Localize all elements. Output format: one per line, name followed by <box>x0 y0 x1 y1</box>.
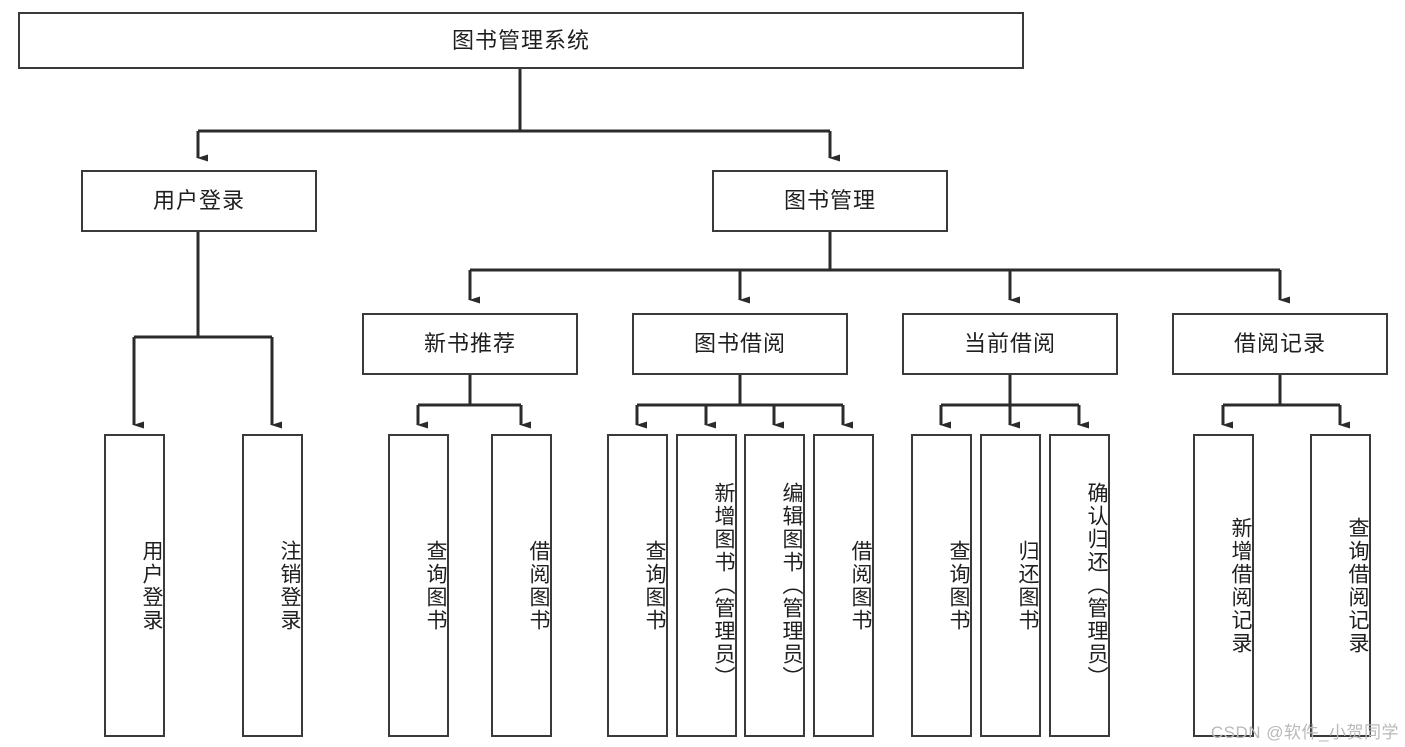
node-leaf-user-logout[interactable]: 注销登录 <box>242 434 303 737</box>
node-leaf-query-record[interactable]: 查询借阅记录 <box>1310 434 1371 737</box>
node-leaf-edit-book-label: 编辑图书（管理员） <box>780 482 803 689</box>
node-leaf-borrow-book-1-label: 借阅图书 <box>527 539 550 632</box>
node-leaf-user-logout-label: 注销登录 <box>278 539 301 632</box>
node-leaf-query-record-label: 查询借阅记录 <box>1346 516 1369 655</box>
node-user-login-label: 用户登录 <box>152 188 245 213</box>
node-book-manage[interactable]: 图书管理 <box>712 170 948 232</box>
node-borrow-record[interactable]: 借阅记录 <box>1172 313 1388 375</box>
node-book-borrow[interactable]: 图书借阅 <box>632 313 848 375</box>
node-leaf-query-book-3-label: 查询图书 <box>947 539 970 632</box>
node-root[interactable]: 图书管理系统 <box>18 12 1024 69</box>
node-leaf-borrow-book-2-label: 借阅图书 <box>849 539 872 632</box>
node-leaf-borrow-book-2[interactable]: 借阅图书 <box>813 434 874 737</box>
node-current-borrow[interactable]: 当前借阅 <box>902 313 1118 375</box>
node-leaf-add-book[interactable]: 新增图书（管理员） <box>676 434 737 737</box>
node-leaf-borrow-book-1[interactable]: 借阅图书 <box>491 434 552 737</box>
node-leaf-query-book-1-label: 查询图书 <box>424 539 447 632</box>
node-new-book-rec[interactable]: 新书推荐 <box>362 313 578 375</box>
node-leaf-return-book-label: 归还图书 <box>1016 539 1039 632</box>
node-leaf-add-record[interactable]: 新增借阅记录 <box>1193 434 1254 737</box>
node-new-book-rec-label: 新书推荐 <box>423 331 516 356</box>
node-borrow-record-label: 借阅记录 <box>1233 331 1326 356</box>
node-user-login[interactable]: 用户登录 <box>81 170 317 232</box>
node-root-label: 图书管理系统 <box>451 27 590 53</box>
node-leaf-return-book[interactable]: 归还图书 <box>980 434 1041 737</box>
csdn-watermark: CSDN @软件_小贺同学 <box>1210 723 1399 742</box>
node-book-borrow-label: 图书借阅 <box>693 331 786 356</box>
node-current-borrow-label: 当前借阅 <box>963 331 1056 356</box>
node-leaf-user-login-label: 用户登录 <box>140 539 163 632</box>
node-leaf-edit-book[interactable]: 编辑图书（管理员） <box>744 434 805 737</box>
node-leaf-query-book-2[interactable]: 查询图书 <box>607 434 668 737</box>
node-leaf-query-book-3[interactable]: 查询图书 <box>911 434 972 737</box>
node-leaf-query-book-2-label: 查询图书 <box>643 539 666 632</box>
node-book-manage-label: 图书管理 <box>783 188 876 213</box>
node-leaf-confirm-return[interactable]: 确认归还（管理员） <box>1049 434 1110 737</box>
node-leaf-query-book-1[interactable]: 查询图书 <box>388 434 449 737</box>
node-leaf-add-book-label: 新增图书（管理员） <box>712 482 735 689</box>
node-leaf-add-record-label: 新增借阅记录 <box>1229 516 1252 655</box>
node-leaf-confirm-return-label: 确认归还（管理员） <box>1085 482 1108 689</box>
node-leaf-user-login[interactable]: 用户登录 <box>104 434 165 737</box>
